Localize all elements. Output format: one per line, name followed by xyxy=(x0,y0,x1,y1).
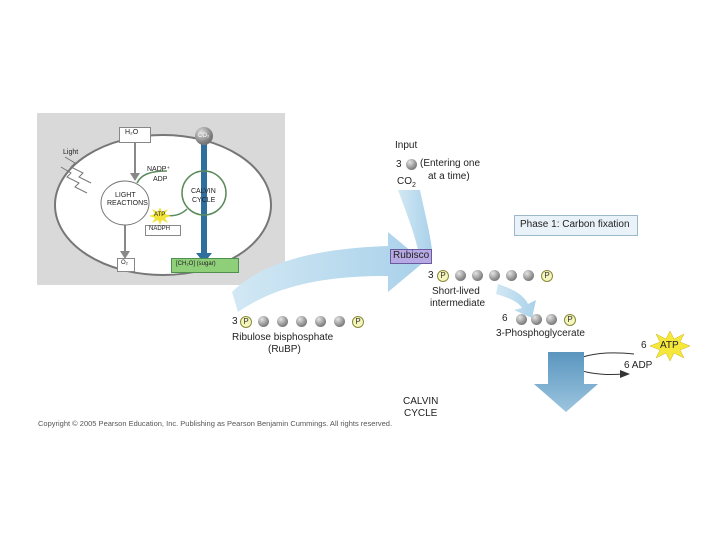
pga-count: 6 xyxy=(502,313,508,324)
rubp-carbon-4 xyxy=(315,316,326,327)
nadp-label: NADP⁺ xyxy=(147,166,171,173)
intermediate-label-2: intermediate xyxy=(430,298,486,309)
o2-box xyxy=(117,258,135,272)
intermediate-phosphate-left: P xyxy=(437,270,449,282)
pga-carbon-3 xyxy=(546,314,557,325)
inset-calvin-label-2: CYCLE xyxy=(192,197,216,204)
rubp-carbon-2 xyxy=(277,316,288,327)
co2-molecule-icon xyxy=(195,127,213,145)
rubp-label-1: Ribulose bisphosphate xyxy=(232,332,334,343)
phase1-label: Phase 1: Carbon fixation xyxy=(520,219,630,230)
phase2-down-arrow xyxy=(534,352,598,412)
co2-input-molecule-icon xyxy=(406,159,417,170)
rubp-count: 3 xyxy=(232,316,238,327)
pga-carbon-2 xyxy=(531,314,542,325)
sugar-box xyxy=(171,258,239,273)
atp-arc-arrowhead xyxy=(620,370,630,378)
copyright-text: Copyright © 2005 Pearson Education, Inc.… xyxy=(38,419,393,428)
inset-atp-burst-icon xyxy=(149,207,171,225)
rubisco-box xyxy=(390,249,432,264)
h2o-label: H₂O xyxy=(125,129,139,136)
h2o-box xyxy=(119,127,151,143)
nadph-label: NADPH xyxy=(149,226,171,232)
inset-atp-label: ATP xyxy=(154,212,166,218)
light-reactions-label-1: LIGHT xyxy=(115,192,136,199)
calvin-cycle-label-2: CYCLE xyxy=(404,408,438,419)
pga-carbon-1 xyxy=(516,314,527,325)
rubp-carbon-3 xyxy=(296,316,307,327)
intermediate-count: 3 xyxy=(428,270,434,281)
input-label: Input xyxy=(395,140,418,151)
intermediate-label-1: Short-lived xyxy=(432,286,480,297)
atp-count: 6 xyxy=(641,340,647,351)
intermediate-carbon-4 xyxy=(506,270,517,281)
rubp-label-2: (RuBP) xyxy=(268,344,301,355)
intermediate-carbon-1 xyxy=(455,270,466,281)
calvin-cycle-label-1: CALVIN xyxy=(403,396,439,407)
input-count: 3 xyxy=(396,159,402,170)
atp-label: ATP xyxy=(660,340,679,351)
phase1-label-box xyxy=(514,215,638,236)
inset-adp-label: ADP xyxy=(153,176,168,183)
inset-co2-label: CO₂ xyxy=(198,133,210,139)
sugar-label: [CH₂O] (sugar) xyxy=(176,261,216,267)
rubp-carbon-5 xyxy=(334,316,345,327)
co2-label: CO2 xyxy=(397,176,416,189)
light-label: Light xyxy=(63,149,79,156)
atp-burst-icon xyxy=(650,331,690,361)
rubp-phosphate-left: P xyxy=(240,316,252,328)
intermediate-carbon-3 xyxy=(489,270,500,281)
intermediate-phosphate-right: P xyxy=(541,270,553,282)
nadph-box xyxy=(145,225,181,236)
rubisco-label: Rubisco xyxy=(393,250,430,261)
inset-calvin-label-1: CALVIN xyxy=(191,188,216,195)
input-arrow xyxy=(398,190,432,250)
rubp-phosphate-right: P xyxy=(352,316,364,328)
pga-label: 3-Phosphoglycerate xyxy=(496,328,585,339)
entering-label-1: (Entering one xyxy=(420,158,481,169)
rubp-carbon-1 xyxy=(258,316,269,327)
o2-label: O₂ xyxy=(121,260,128,266)
intermediate-carbon-2 xyxy=(472,270,483,281)
intermediate-arrow xyxy=(496,284,536,318)
pga-phosphate: P xyxy=(564,314,576,326)
fixation-arc-arrow xyxy=(232,232,424,312)
entering-label-2: at a time) xyxy=(428,171,470,182)
adp-label: 6 ADP xyxy=(624,360,653,371)
chloroplast-inset: H₂O CO₂ Light NADP⁺ ADP LIGHT REACTIONS … xyxy=(37,113,285,285)
light-reactions-label-2: REACTIONS xyxy=(107,200,148,207)
intermediate-carbon-5 xyxy=(523,270,534,281)
